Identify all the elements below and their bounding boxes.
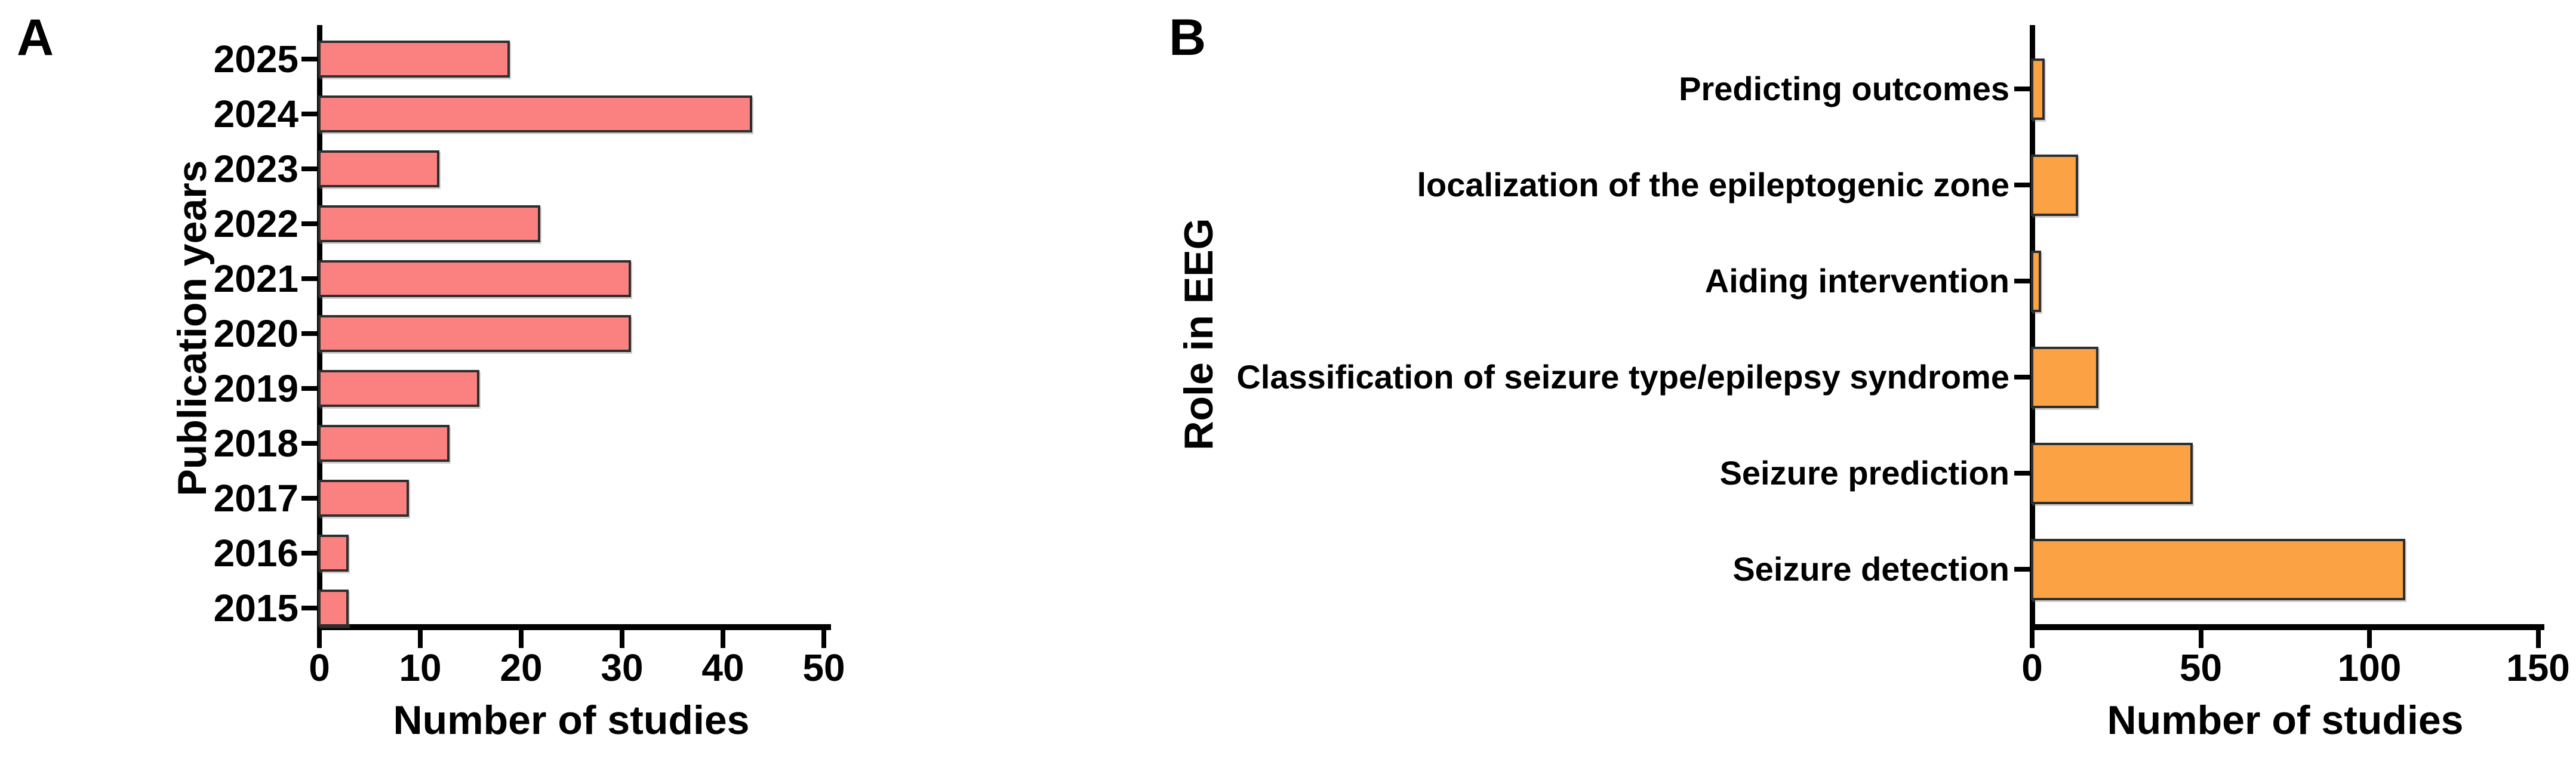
x-axis-tick xyxy=(620,630,624,648)
category-label-2020: 2020 xyxy=(213,312,298,355)
category-tick xyxy=(301,441,317,446)
x-tick-label: 0 xyxy=(2021,646,2043,689)
bar-2023 xyxy=(318,150,439,187)
category-label-2018: 2018 xyxy=(213,422,298,465)
category-label-2017: 2017 xyxy=(213,477,298,520)
category-tick xyxy=(301,386,317,391)
x-tick-label: 0 xyxy=(309,646,330,689)
category-tick xyxy=(2014,567,2030,572)
category-label-seizure-detection: Seizure detection xyxy=(1732,550,2009,588)
bar-2020 xyxy=(318,315,631,352)
bar-2022 xyxy=(318,205,540,242)
x-axis-tick xyxy=(317,630,322,648)
panel-b-x-axis-title: Number of studies xyxy=(2107,698,2464,743)
category-tick xyxy=(301,331,317,336)
bar-aiding-intervention xyxy=(2031,250,2041,312)
x-axis-tick xyxy=(2535,630,2541,648)
x-axis-tick xyxy=(721,630,725,648)
x-tick-label: 10 xyxy=(399,646,442,689)
category-label-2023: 2023 xyxy=(213,147,298,190)
category-tick xyxy=(301,606,317,610)
category-tick xyxy=(301,57,317,61)
x-tick-label: 100 xyxy=(2337,646,2402,689)
x-tick-label: 150 xyxy=(2506,646,2570,689)
x-tick-label: 20 xyxy=(500,646,543,689)
category-label-2022: 2022 xyxy=(213,202,298,245)
category-label-2019: 2019 xyxy=(213,367,298,410)
panel-a-letter: A xyxy=(17,9,54,66)
category-label-2024: 2024 xyxy=(213,92,298,135)
x-tick-label: 50 xyxy=(802,646,845,689)
category-tick xyxy=(301,166,317,171)
x-tick-label: 30 xyxy=(601,646,644,689)
panel-b-letter: B xyxy=(1169,9,1207,66)
category-label-classification-of-seizure-type-epilepsy-syndrome: Classification of seizure type/epilepsy … xyxy=(1236,358,2009,396)
category-tick xyxy=(2014,471,2030,476)
category-label-2021: 2021 xyxy=(213,257,298,300)
x-axis-tick xyxy=(2367,630,2372,648)
x-axis-tick xyxy=(2030,630,2035,648)
category-tick xyxy=(2014,279,2030,283)
x-axis-line xyxy=(317,624,831,630)
category-tick xyxy=(2014,375,2030,380)
category-tick xyxy=(2014,87,2030,91)
bar-classification-of-seizure-type-epilepsy-syndrome xyxy=(2031,346,2098,408)
category-tick xyxy=(301,276,317,281)
x-tick-label: 40 xyxy=(701,646,744,689)
bar-localization-of-the-epileptogenic-zone xyxy=(2031,154,2079,216)
category-tick xyxy=(301,112,317,116)
category-tick xyxy=(301,221,317,226)
x-axis-tick xyxy=(2198,630,2203,648)
bar-seizure-detection xyxy=(2031,538,2406,600)
bar-2017 xyxy=(318,480,410,517)
x-axis-tick xyxy=(821,630,826,648)
bar-2018 xyxy=(318,425,450,462)
bar-seizure-prediction xyxy=(2031,442,2193,504)
bar-2015 xyxy=(318,590,349,627)
bar-2021 xyxy=(318,260,631,297)
x-tick-label: 50 xyxy=(2179,646,2223,689)
y-axis-line xyxy=(2030,25,2035,630)
bar-2016 xyxy=(318,535,349,572)
bar-predicting-outcomes xyxy=(2031,58,2045,120)
category-label-aiding-intervention: Aiding intervention xyxy=(1704,262,2009,300)
panel-a-x-axis-title: Number of studies xyxy=(393,698,750,743)
bar-2024 xyxy=(318,95,752,132)
x-axis-tick xyxy=(519,630,524,648)
category-label-predicting-outcomes: Predicting outcomes xyxy=(1679,70,2009,107)
bar-2019 xyxy=(318,370,480,407)
category-tick xyxy=(2014,183,2030,187)
x-axis-tick xyxy=(418,630,423,648)
category-label-2025: 2025 xyxy=(213,38,298,81)
category-tick xyxy=(301,551,317,556)
category-label-2016: 2016 xyxy=(213,532,298,575)
category-label-seizure-prediction: Seizure prediction xyxy=(1719,454,2009,492)
x-axis-line xyxy=(2030,624,2544,630)
category-tick xyxy=(301,496,317,501)
category-label-localization-of-the-epileptogenic-zone: localization of the epileptogenic zone xyxy=(1417,166,2009,203)
category-label-2015: 2015 xyxy=(213,587,298,630)
bar-2025 xyxy=(318,41,510,78)
